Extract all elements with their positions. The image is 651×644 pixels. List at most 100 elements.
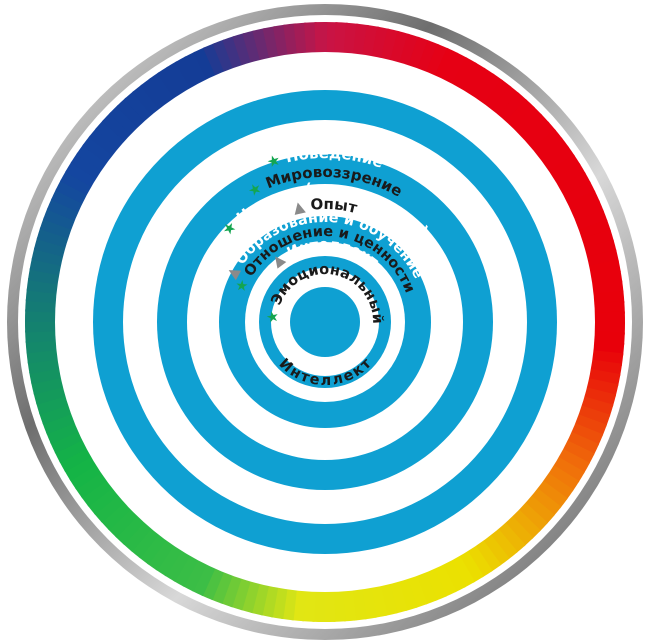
center-dot	[290, 287, 360, 357]
spectrum-segment	[482, 79, 512, 112]
star-icon: ★	[265, 310, 282, 324]
spectrum-segment	[220, 573, 243, 608]
spectrum-segment	[592, 311, 625, 325]
spectrum-segment	[467, 67, 495, 101]
spectrum-segment	[39, 403, 74, 425]
spectrum-segment	[50, 188, 85, 213]
spectrum-segment	[502, 514, 534, 547]
label-experience: ▲ Опыт	[291, 195, 359, 217]
spectrum-segment	[341, 588, 357, 622]
spectrum-segment	[504, 99, 535, 131]
spectrum-segment	[155, 543, 183, 577]
spectrum-segment	[54, 437, 89, 463]
spectrum-segment	[124, 90, 155, 123]
spectrum-segment	[76, 143, 110, 173]
spectrum-segment	[25, 338, 59, 354]
spectrum-segment	[50, 429, 85, 454]
spectrum-segment	[540, 471, 574, 501]
spectrum-segment	[166, 61, 193, 95]
triangle-icon: ▲	[291, 197, 307, 217]
spectrum-segment	[148, 72, 177, 106]
spectrum-segment	[481, 533, 510, 566]
spectrum-segment	[31, 247, 66, 267]
spectrum-segment	[592, 301, 625, 315]
spectrum-segment	[250, 581, 270, 616]
spectrum-segment	[60, 170, 94, 197]
spectrum-segment	[140, 78, 169, 111]
spectrum-segment	[325, 22, 338, 55]
spectrum-segment	[33, 385, 68, 405]
spectrum-segment	[293, 22, 309, 56]
spectrum-segment	[59, 446, 93, 472]
spectrum-segment	[497, 92, 528, 125]
spectrum-segment	[222, 36, 244, 71]
spectrum-segment	[25, 309, 58, 322]
spectrum-segment	[582, 239, 617, 259]
spectrum-segment	[304, 22, 318, 55]
spectrum-segment	[516, 501, 548, 532]
spectrum-segment	[406, 573, 428, 608]
spectrum-segment	[388, 579, 408, 614]
spectrum-segment	[474, 73, 504, 107]
spectrum-segment	[465, 544, 493, 578]
spectrum-segment	[201, 566, 225, 601]
spectrum-segment	[489, 85, 520, 118]
star-icon: ★	[265, 150, 283, 171]
spectrum-segment	[551, 456, 585, 483]
spectrum-segment	[36, 227, 71, 249]
spectrum-segment	[46, 420, 81, 445]
spectrum-segment	[585, 249, 619, 269]
spectrum-segment	[193, 47, 218, 82]
spectrum-segment	[591, 290, 625, 306]
spectrum-segment	[39, 217, 74, 240]
spectrum-segment	[130, 526, 161, 559]
spectrum-segment	[588, 359, 623, 377]
spectrum-segment	[312, 589, 325, 622]
spectrum-segment	[81, 478, 114, 507]
spectrum-segment	[260, 583, 279, 618]
spectrum-segment	[440, 558, 466, 593]
spectrum-segment	[389, 30, 410, 65]
spectrum-segment	[270, 585, 288, 620]
spectrum-segment	[398, 33, 420, 68]
spectrum-segment	[184, 51, 210, 86]
spectrum-segment	[116, 97, 148, 130]
spectrum-ring	[24, 22, 625, 622]
spectrum-segment	[541, 145, 575, 174]
spectrum-segment	[488, 527, 518, 560]
spectrum-segment	[88, 127, 121, 158]
spectrum-segment	[87, 485, 120, 515]
spectrum-segment	[552, 163, 586, 190]
spectrum-segment	[64, 454, 98, 481]
spectrum-segment	[115, 513, 146, 545]
spectrum-segment	[378, 582, 398, 616]
spectrum-segment	[75, 470, 109, 499]
spectrum-segment	[55, 179, 90, 205]
spectrum-segment	[146, 537, 176, 571]
spectrum-segment	[252, 28, 272, 62]
spectrum-segment	[93, 492, 126, 523]
spectrum-segment	[576, 219, 611, 241]
spectrum-segment	[511, 106, 543, 138]
spectrum-segment	[314, 22, 328, 55]
spectrum-segment	[416, 40, 440, 75]
spectrum-segment	[43, 207, 78, 231]
spectrum-segment	[31, 375, 65, 395]
spectrum-segment	[442, 52, 468, 87]
spectrum-segment	[434, 47, 459, 82]
spectrum-segment	[414, 570, 438, 605]
spectrum-segment	[584, 377, 619, 397]
spectrum-segment	[175, 56, 201, 90]
spectrum-segment	[371, 26, 390, 61]
spectrum-segment	[425, 43, 449, 78]
spectrum-segment	[164, 548, 191, 582]
spectrum-segment	[232, 33, 253, 68]
spectrum-segment	[42, 411, 77, 435]
spectrum-segment	[157, 66, 185, 100]
spectrum-segment	[69, 462, 103, 490]
spectrum-segment	[529, 486, 562, 517]
spectrum-segment	[572, 413, 607, 437]
spectrum-segment	[407, 36, 430, 71]
spectrum-segment	[33, 237, 68, 258]
